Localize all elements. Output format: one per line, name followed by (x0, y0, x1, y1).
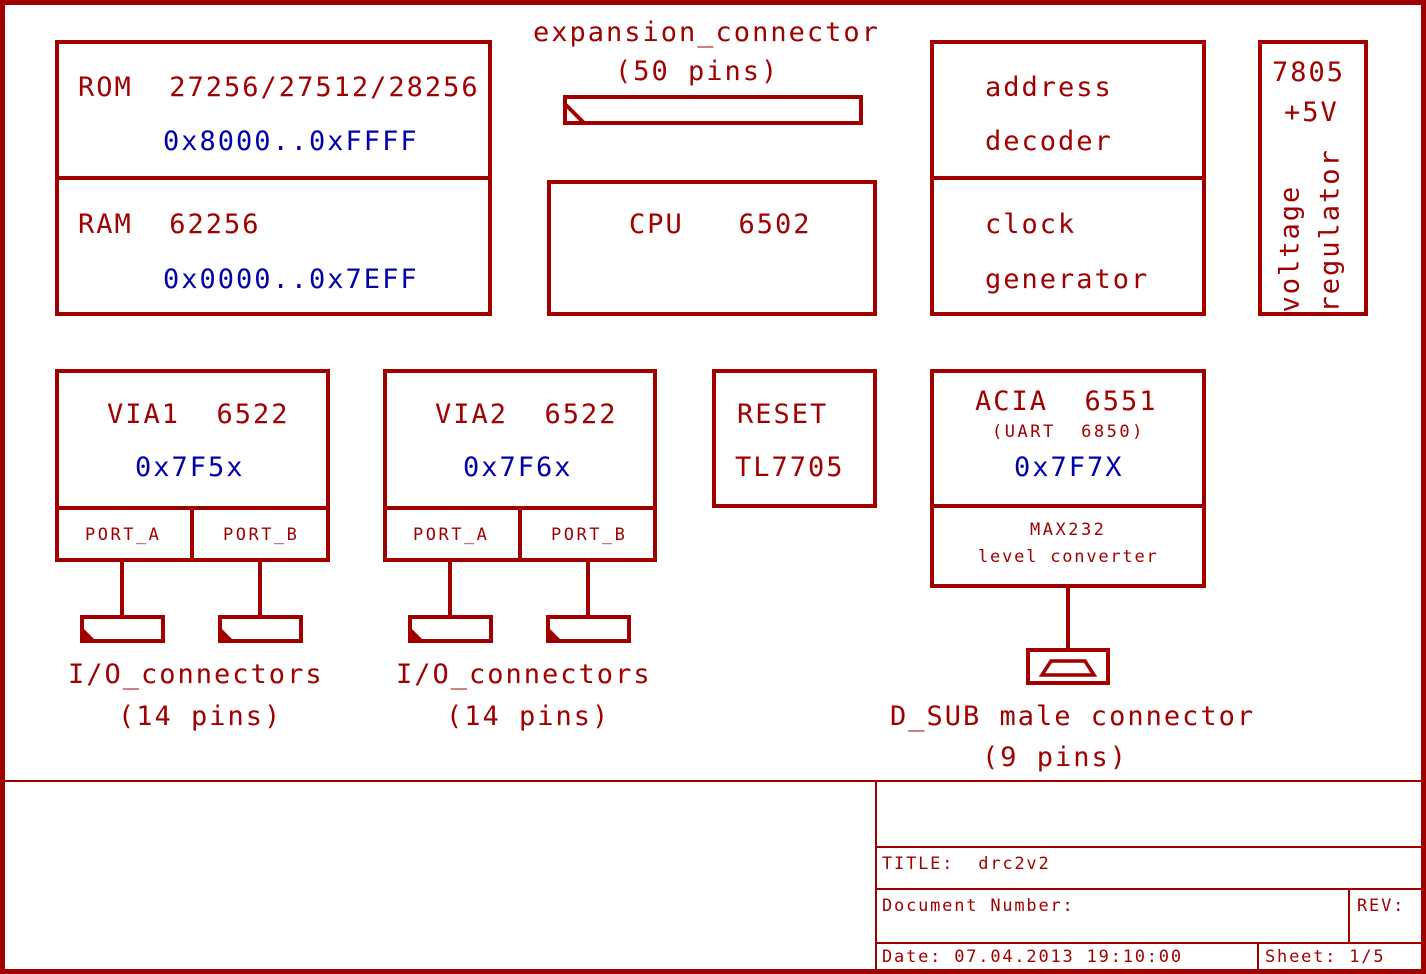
title-block-date: Date: 07.04.2013 19:10:00 (882, 947, 1183, 967)
io-connector-symbol (408, 615, 493, 643)
clock-generator-line1: clock (985, 209, 1077, 240)
via2-port-b-label: PORT_B (551, 525, 628, 545)
title-block-line (875, 888, 1426, 890)
title-block-docnum: Document Number: (882, 896, 1075, 916)
acia-label: ACIA 6551 (975, 386, 1158, 417)
title-block-title: TITLE: drc2v2 (882, 854, 1051, 874)
title-block-left-edge (875, 780, 877, 970)
via2-port-a-label: PORT_A (413, 525, 490, 545)
expansion-connector-symbol (563, 95, 863, 125)
io-connectors-2-pins: (14 pins) (446, 701, 611, 732)
io-connector-symbol (218, 615, 303, 643)
via1-label: VIA1 6522 (107, 399, 290, 430)
rom-label: ROM 27256/27512/28256 (78, 72, 480, 103)
dsub-connector-symbol (1026, 648, 1110, 685)
max232-label: MAX232 (1030, 520, 1107, 540)
expansion-connector-label: expansion_connector (533, 17, 880, 48)
clock-generator-line2: generator (985, 264, 1150, 295)
reset-label: RESET (737, 399, 829, 430)
regulator-output: +5V (1284, 97, 1339, 128)
via2-address-range: 0x7F6x (463, 452, 573, 483)
address-decoder-line1: address (985, 72, 1113, 103)
voltage-regulator-block (1258, 40, 1368, 316)
expansion-connector-pins: (50 pins) (615, 56, 780, 87)
via1-port-a-label: PORT_A (85, 525, 162, 545)
rom-address-range: 0x8000..0xFFFF (163, 126, 419, 157)
address-decoder-line2: decoder (985, 126, 1113, 157)
dsub-pins: (9 pins) (982, 742, 1129, 773)
via2-port-separator (518, 506, 522, 562)
decoder-clock-divider (930, 176, 1206, 180)
title-block-rev: REV: (1357, 896, 1406, 916)
sheet-footer-separator (0, 780, 1426, 782)
rom-ram-divider (55, 176, 492, 180)
reset-part: TL7705 (735, 452, 845, 483)
max232-caption: level converter (978, 547, 1159, 567)
acia-max232-block (930, 369, 1206, 588)
regulator-part: 7805 (1272, 57, 1346, 88)
via1-port-separator (190, 506, 194, 562)
ram-label: RAM 62256 (78, 209, 261, 240)
dsub-label: D_SUB male connector (890, 701, 1256, 732)
acia-address-range: 0x7F7X (1014, 452, 1124, 483)
title-block-line (875, 942, 1426, 944)
io-connectors-1-label: I/O_connectors (68, 659, 324, 690)
title-block-line (875, 846, 1426, 848)
via2-label: VIA2 6522 (435, 399, 618, 430)
ram-address-range: 0x0000..0x7EFF (163, 264, 419, 295)
acia-max232-divider (930, 504, 1206, 508)
io-connector-symbol (80, 615, 165, 643)
cpu-block (547, 180, 877, 316)
title-block-sheet: Sheet: 1/5 (1265, 947, 1386, 967)
reset-block (712, 369, 877, 508)
acia-alt-label: (UART 6850) (992, 422, 1145, 442)
io-connectors-1-pins: (14 pins) (118, 701, 283, 732)
sheet-cell-separator (1257, 942, 1259, 970)
io-connector-symbol (546, 615, 631, 643)
cpu-label: CPU 6502 (629, 209, 812, 240)
via1-address-range: 0x7F5x (135, 452, 245, 483)
rev-cell-separator (1348, 888, 1350, 944)
io-connectors-2-label: I/O_connectors (396, 659, 652, 690)
via1-port-b-label: PORT_B (223, 525, 300, 545)
